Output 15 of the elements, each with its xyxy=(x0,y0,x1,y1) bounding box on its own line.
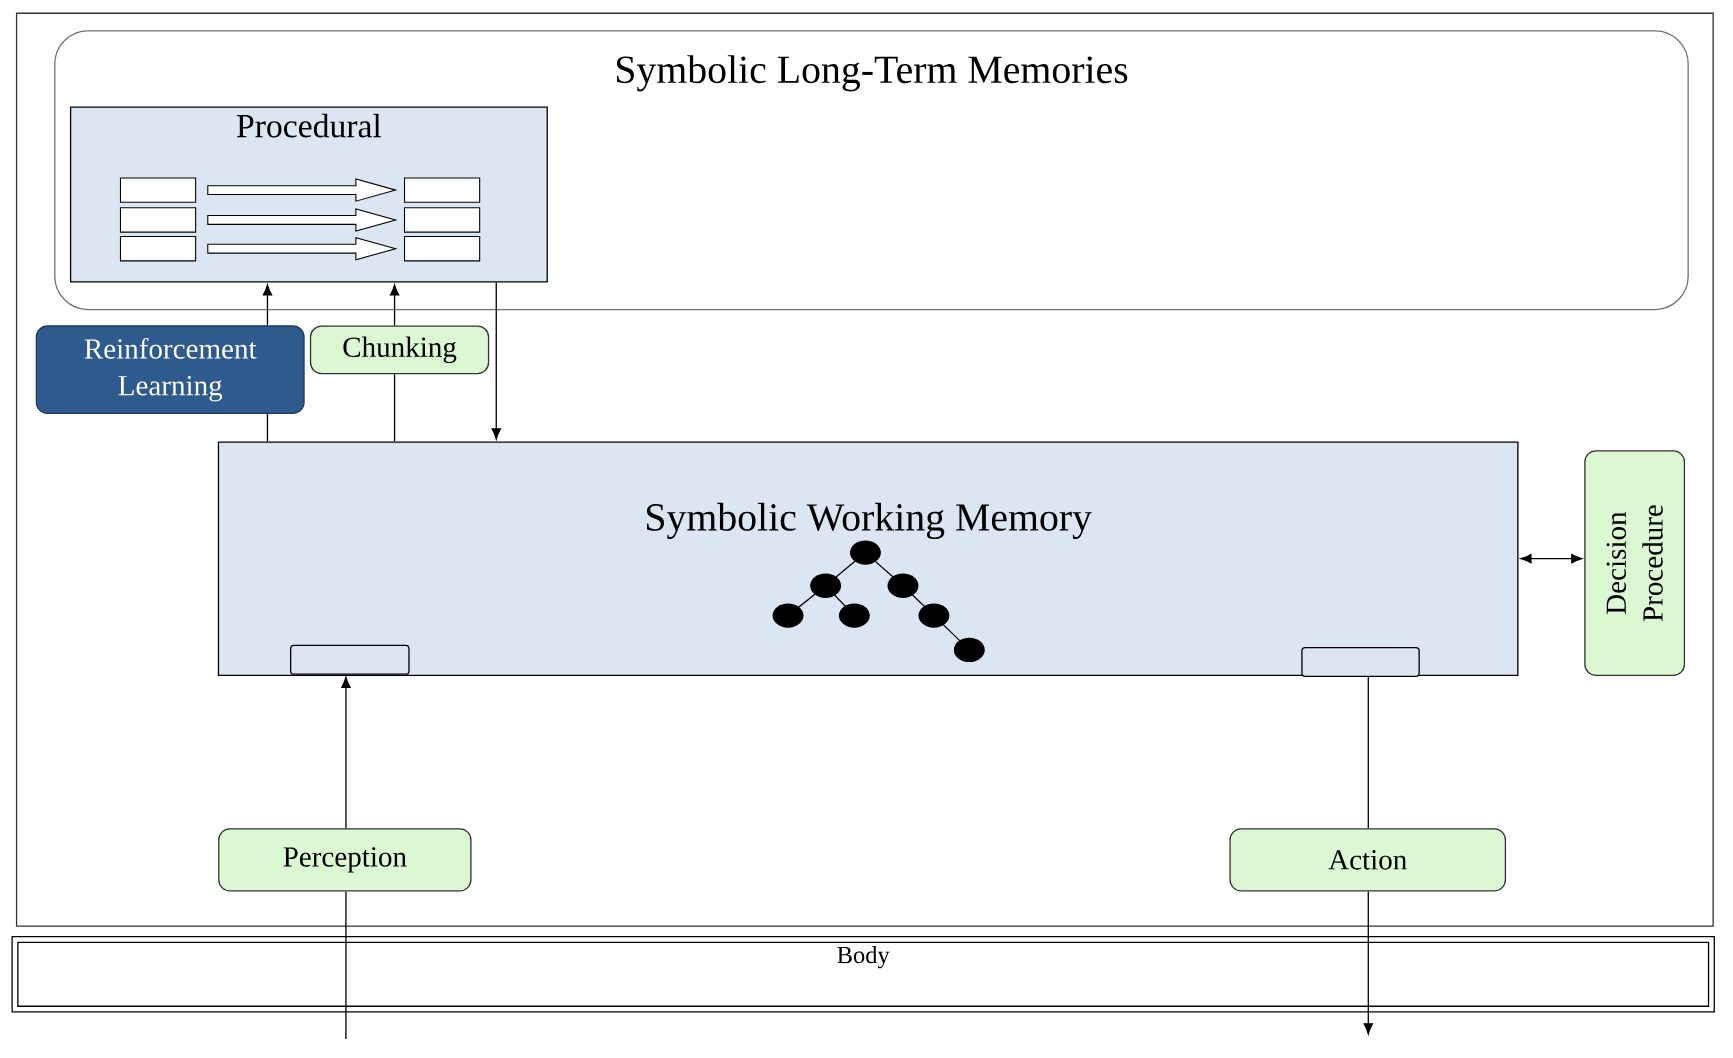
perception-box: Perception xyxy=(218,828,472,892)
buffer-box xyxy=(1301,647,1420,678)
arrow xyxy=(262,284,273,327)
learning-box: Reinforcement Learning xyxy=(35,325,305,415)
arrow xyxy=(1520,554,1583,564)
action-box: Action xyxy=(1229,828,1507,892)
decision-box: Decision Procedure xyxy=(1584,450,1686,677)
arrow xyxy=(341,676,351,830)
arrow xyxy=(1363,891,1373,1035)
module-box: Chunking xyxy=(309,325,490,375)
arrow xyxy=(389,284,400,327)
arrow xyxy=(491,282,501,440)
working-memory-box: Symbolic Working Memory xyxy=(217,441,1519,677)
buffer-box xyxy=(290,644,410,675)
body-box: Body xyxy=(11,936,1715,1013)
